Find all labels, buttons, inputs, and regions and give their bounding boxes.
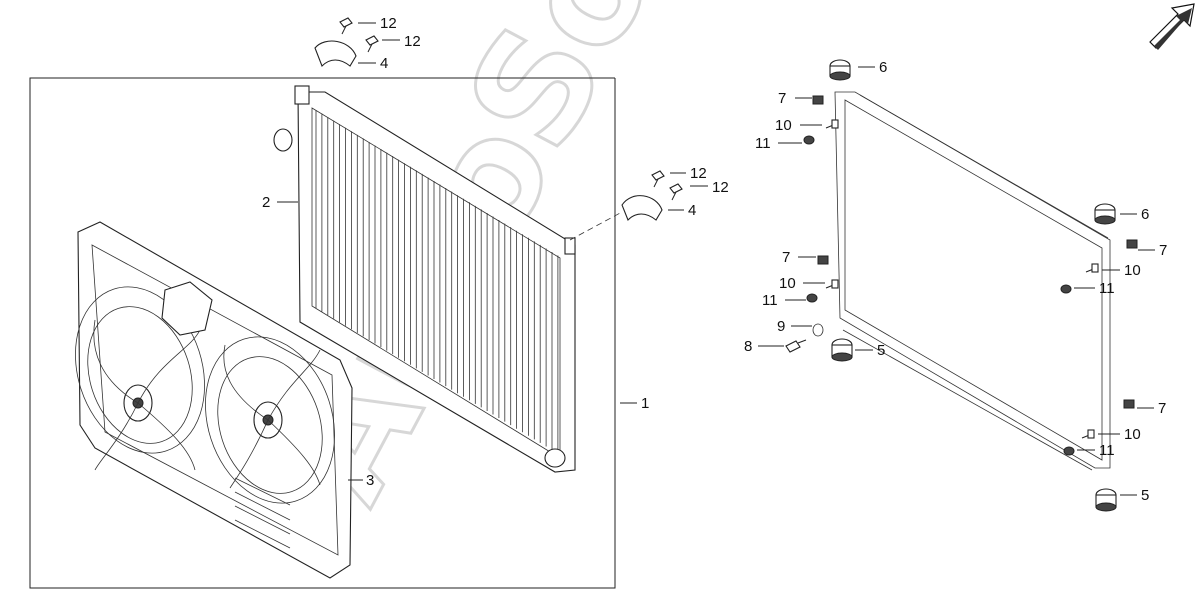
callout-12-c: 12	[690, 165, 707, 182]
callout-11-b: 11	[762, 292, 778, 309]
isolator-5-right	[1095, 488, 1117, 512]
isolator-5-left	[831, 338, 853, 362]
callout-5-b: 5	[1141, 487, 1149, 504]
callout-11-c: 11	[1099, 280, 1115, 297]
callout-10-d: 10	[1124, 426, 1141, 443]
small-fasteners	[785, 95, 1138, 456]
fan-shroud	[75, 221, 353, 579]
callout-7-b: 7	[782, 249, 790, 266]
callout-6-a: 6	[879, 59, 887, 76]
callout-1: 1	[641, 395, 649, 412]
upper-mount-bracket-right	[621, 170, 683, 221]
callout-10-a: 10	[775, 117, 792, 134]
isolator-6-right	[1094, 203, 1116, 225]
callout-12-b: 12	[404, 33, 421, 50]
callout-7-d: 7	[1158, 400, 1166, 417]
direction-arrow-icon	[1149, 3, 1195, 50]
callout-12-a: 12	[380, 15, 397, 32]
callout-11-d: 11	[1099, 442, 1115, 459]
callout-12-d: 12	[712, 179, 729, 196]
callout-4-a: 4	[380, 55, 388, 72]
callout-10-b: 10	[779, 275, 796, 292]
radiator-outline-inset	[834, 91, 1111, 471]
callout-labels: 12 12 4 12 12 4 2 1 3 6 6 5 5 7 7 7 7 10…	[262, 15, 1167, 504]
callout-9: 9	[777, 318, 785, 335]
callout-7-c: 7	[1159, 242, 1167, 259]
callout-2: 2	[262, 194, 270, 211]
callout-4-b: 4	[688, 202, 696, 219]
upper-mount-bracket-top	[314, 17, 379, 67]
callout-3: 3	[366, 472, 374, 489]
callout-7-a: 7	[778, 90, 786, 107]
callout-5-a: 5	[877, 342, 885, 359]
callout-10-c: 10	[1124, 262, 1141, 279]
callout-8: 8	[744, 338, 752, 355]
leader-lines	[277, 22, 1155, 496]
isolator-6-top	[829, 59, 851, 81]
callout-11-a: 11	[755, 135, 771, 152]
assembly-frame	[29, 77, 616, 589]
callout-6-b: 6	[1141, 206, 1149, 223]
radiator-core	[273, 85, 576, 473]
